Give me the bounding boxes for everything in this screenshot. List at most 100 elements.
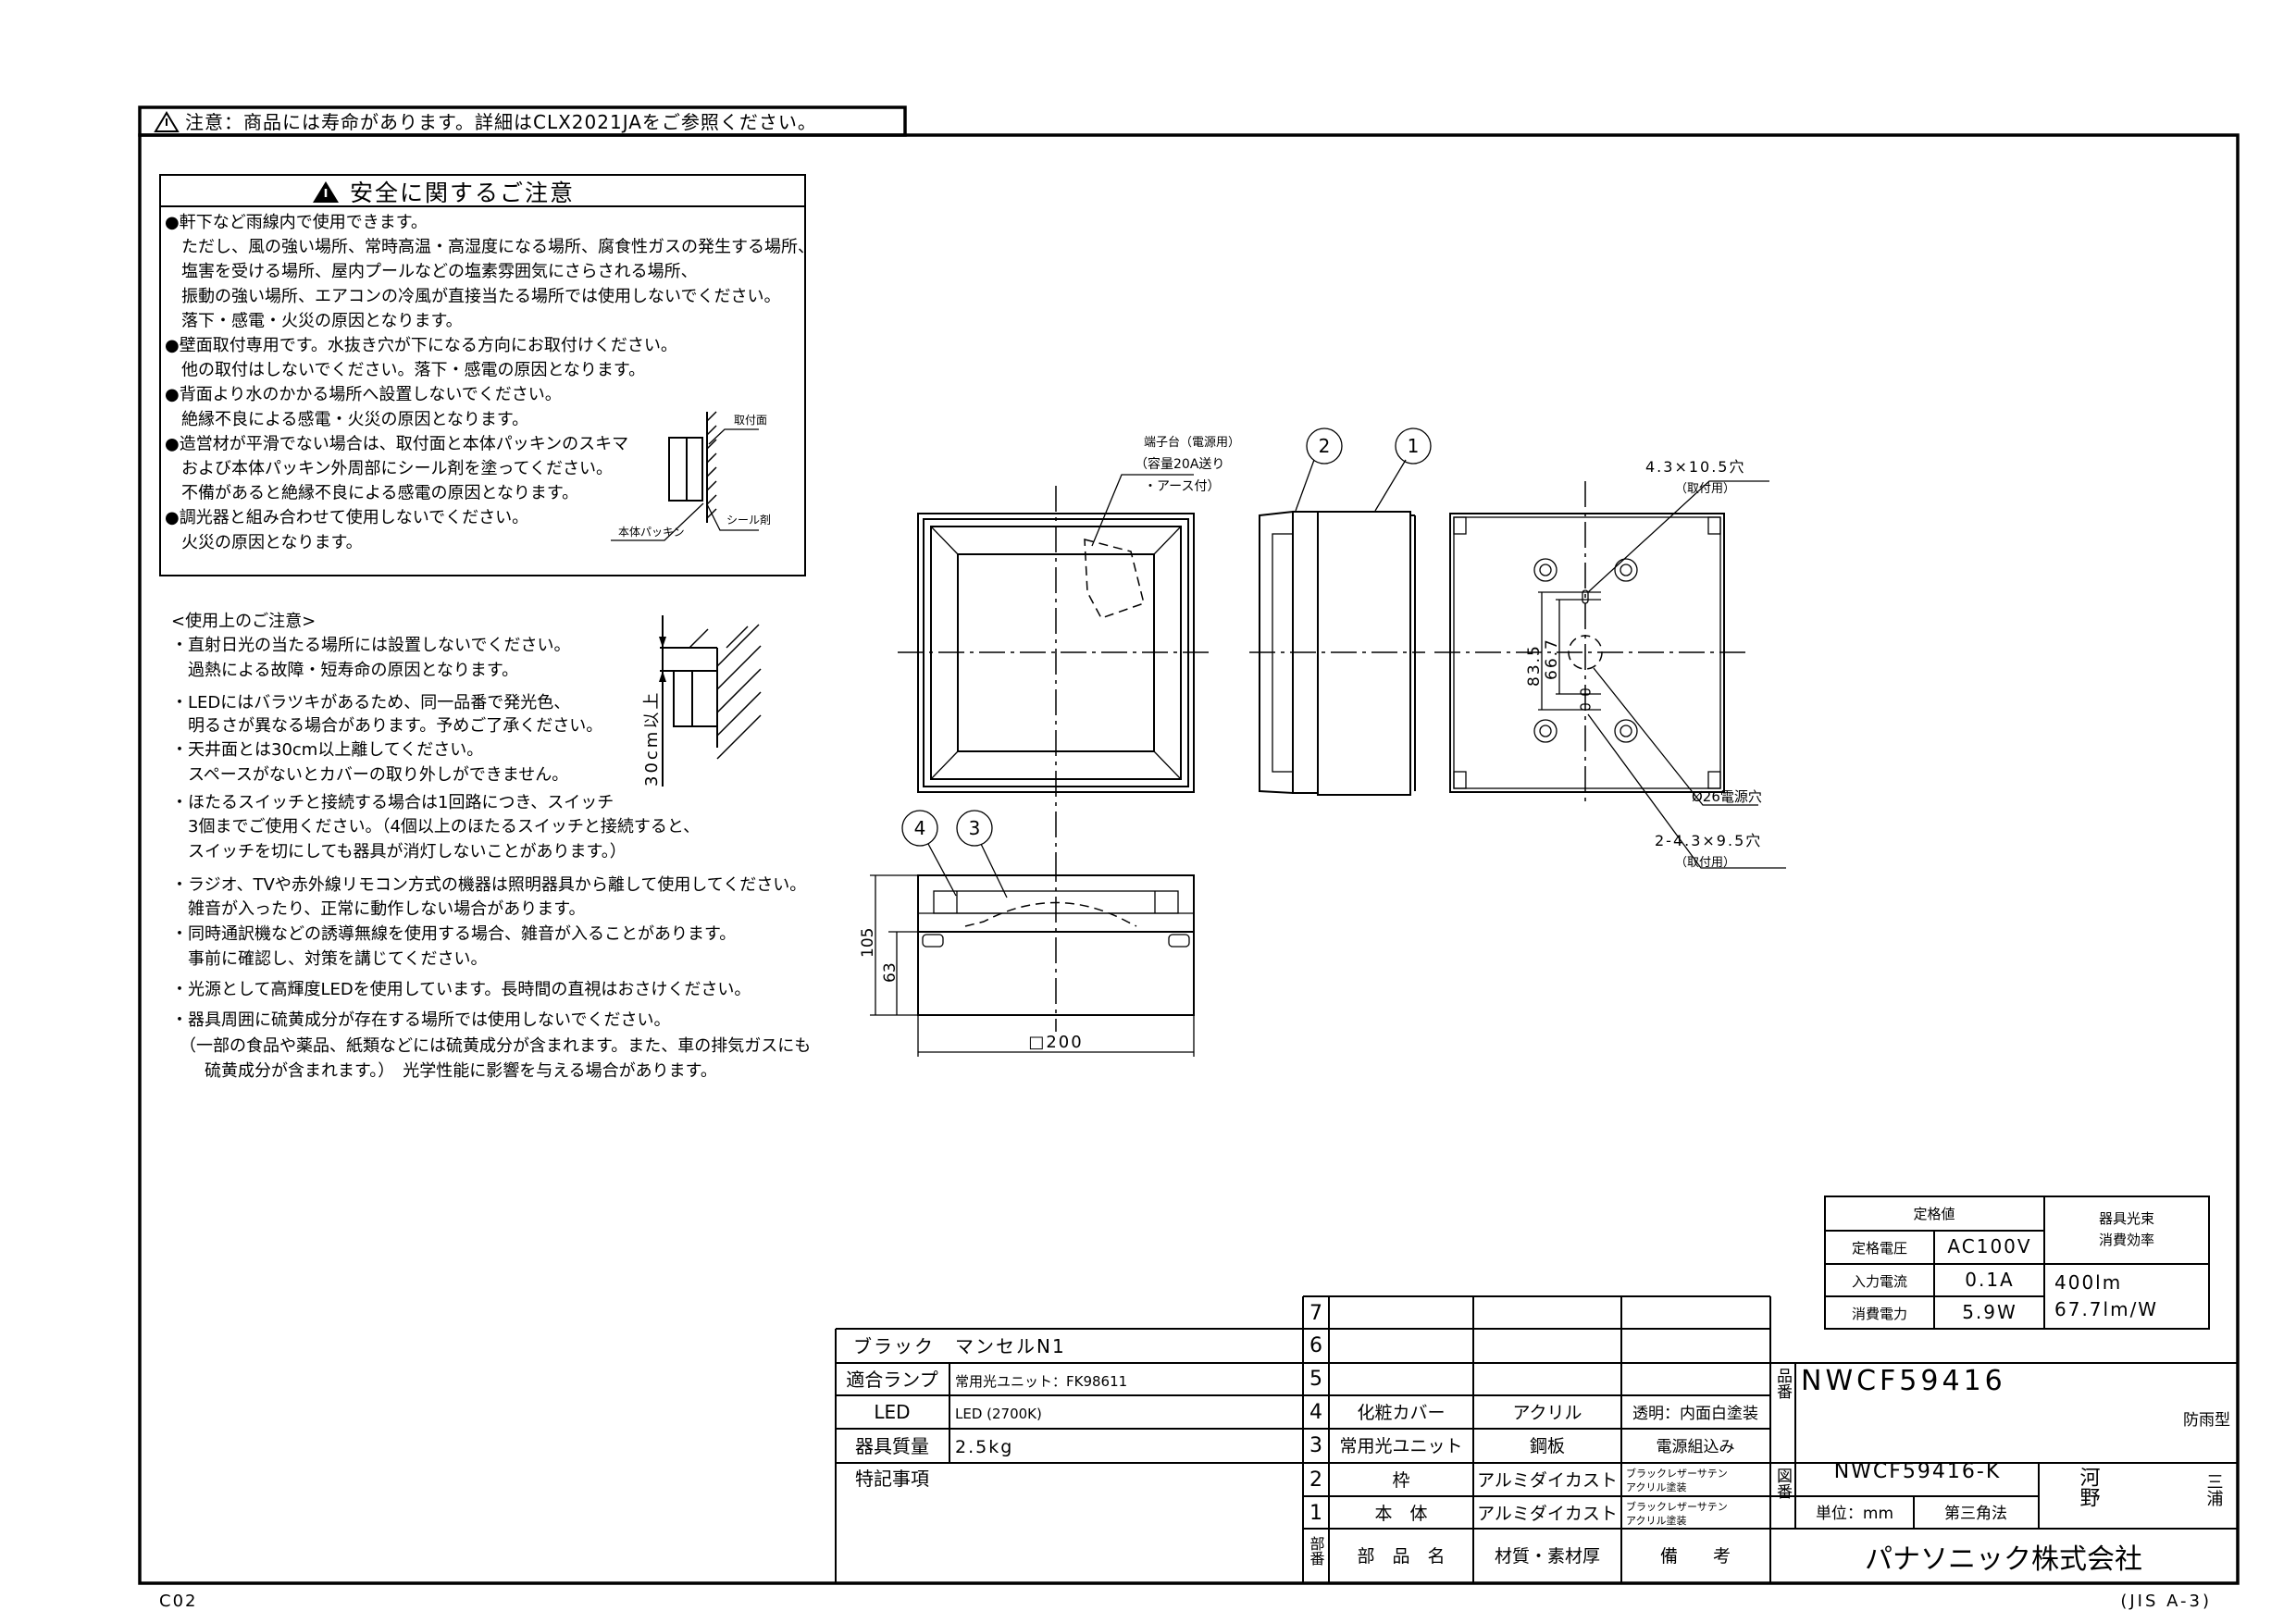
part-name: 本 体: [1374, 1504, 1427, 1524]
part-material: アルミダイカスト: [1477, 1470, 1618, 1491]
balloon-2: 2: [1319, 435, 1331, 457]
spec-table: [1824, 1196, 2210, 1330]
spec-label: 定格電圧: [1852, 1240, 1907, 1257]
safety-line: ただし、風の強い場所、常時高温・高湿度になる場所、腐食性ガスの発生する場所、: [165, 238, 814, 257]
packing-diagram: [611, 411, 759, 541]
info-value: 2.5kg: [955, 1437, 1013, 1457]
part-name: 枠: [1392, 1470, 1409, 1491]
front-view: [898, 474, 1214, 856]
part-material: アルミダイカスト: [1477, 1504, 1618, 1524]
spec-value: 5.9W: [1962, 1301, 2017, 1323]
header-part-no: 部番: [1308, 1536, 1325, 1566]
spec-label: 消費電力: [1852, 1306, 1907, 1322]
power-hole-label: Ø26電源穴: [1692, 788, 1762, 805]
usage-line: ・天井面とは30cm以上離してください。: [171, 740, 483, 760]
drawing-number: NWCF59416-K: [1834, 1460, 2002, 1483]
spec-flux: 400lm: [2054, 1271, 2122, 1294]
product-type: 防雨型: [2183, 1411, 2230, 1430]
usage-line: 過熱による故障・短寿命の原因となります。: [171, 661, 518, 680]
usage-line: ・同時通訳機などの誘導無線を使用する場合、雑音が入ることがあります。: [171, 924, 736, 944]
info-label: 適合ランプ: [846, 1369, 937, 1391]
usage-line: ・直射日光の当たる場所には設置しないでください。: [171, 636, 570, 655]
spec-label: 入力電流: [1852, 1273, 1907, 1290]
safety-line: 落下・感電・火災の原因となります。: [165, 311, 463, 330]
safety-line: 絶縁不良による感電・火災の原因となります。: [165, 410, 528, 429]
part-number: 7: [1309, 1302, 1322, 1325]
balloon-3: 3: [969, 817, 981, 839]
terminal-note: ・アース付）: [1144, 479, 1220, 494]
drawing-no-label: 図番: [1773, 1468, 1793, 1499]
balloon-4: 4: [914, 817, 926, 839]
spec-efficiency: 67.7lm/W: [2054, 1298, 2158, 1320]
safety-line: ●造営材が平滑でない場合は、取付面と本体パッキンのスキマ: [165, 434, 628, 453]
safety-line: 火災の原因となります。: [165, 533, 363, 552]
balloon-1: 1: [1408, 435, 1420, 457]
safety-line: ●軒下など雨線内で使用できます。: [165, 213, 428, 232]
dim-83-5: 83.5: [1525, 644, 1544, 687]
drawn-by: 河野: [2077, 1467, 2101, 1507]
terminal-label: 端子台（電源用）: [1144, 436, 1240, 450]
bottom-view: [870, 843, 1195, 1057]
warning-triangle-icon: [154, 111, 180, 132]
mounting-boss: [1533, 558, 1638, 743]
info-value: 常用光ユニット：FK98611: [955, 1373, 1127, 1390]
product-number: NWCF59416: [1801, 1365, 2006, 1397]
part-material: アクリル: [1512, 1403, 1582, 1423]
header-material: 材質・素材厚: [1495, 1546, 1600, 1567]
hole-bottom-note: （取付用）: [1675, 856, 1735, 870]
label-packing: 本体パッキン: [618, 526, 685, 539]
info-value: LED (2700K): [955, 1406, 1042, 1422]
part-remarks: ブラックレザーサテン: [1626, 1500, 1728, 1513]
usage-line: スペースがないとカバーの取り外しができません。: [171, 765, 568, 785]
spec-header-rating: 定格値: [1913, 1206, 1955, 1222]
header-part-name: 部 品 名: [1357, 1546, 1445, 1567]
usage-line: （一部の食品や薬品、紙類などには硫黄成分が含まれます。また、車の排気ガスにも: [171, 1036, 811, 1056]
part-remarks: ブラックレザーサテン: [1626, 1467, 1728, 1480]
safety-box: [159, 174, 806, 576]
usage-line: ・ラジオ、TVや赤外線リモコン方式の機器は照明器具から離して使用してください。: [171, 875, 806, 895]
usage-line: ・器具周囲に硫黄成分が存在する場所では使用しないでください。: [171, 1010, 670, 1030]
part-number: 5: [1309, 1368, 1322, 1391]
part-remarks: アクリル塗装: [1626, 1481, 1686, 1493]
hole-bottom-label: 2-4.3×9.5穴: [1655, 832, 1762, 849]
spec-header-eff: 消費効率: [2099, 1232, 2154, 1248]
part-number: 1: [1309, 1502, 1322, 1525]
dim-66-7: 66.7: [1543, 638, 1561, 680]
label-mount-surface: 取付面: [734, 414, 767, 427]
company-name: パナソニック株式会社: [1865, 1543, 2142, 1576]
usage-line: 3個までご使用ください。（4個以上のほたるスイッチと接続すると、: [171, 817, 700, 836]
title-block: [835, 1295, 2238, 1583]
usage-line: 硫黄成分が含まれます。） 光学性能に影響を与える場合があります。: [171, 1061, 717, 1081]
warning-triangle-icon: [313, 181, 339, 203]
part-number: 4: [1309, 1401, 1322, 1424]
usage-line: ・LEDにはバラツキがあるため、同一品番で発光色、: [171, 693, 570, 712]
notice-text: 注意：商品には寿命があります。詳細はCLX2021JAをご参照ください。: [185, 111, 817, 133]
back-view: [1434, 480, 1786, 869]
usage-line: 明るさが異なる場合があります。予めご了承ください。: [171, 716, 602, 736]
usage-line: スイッチを切にしても器具が消灯しないことがあります。）: [171, 842, 627, 861]
paper-size: (JIS A-3): [2120, 1592, 2212, 1611]
part-remarks: 電源組込み: [1657, 1438, 1735, 1456]
part-balloons: [901, 427, 1432, 847]
usage-line: ・光源として高輝度LEDを使用しています。長時間の直視はおさけください。: [171, 980, 751, 999]
usage-line: ・ほたるスイッチと接続する場合は1回路につき、スイッチ: [171, 793, 614, 812]
spec-value: AC100V: [1947, 1235, 2031, 1258]
safety-line: ●背面より水のかかる場所へ設置しないでください。: [165, 385, 562, 404]
info-label: LED: [874, 1401, 910, 1423]
part-remarks: 透明：内面白塗装: [1632, 1404, 1758, 1423]
dim-105: 105: [859, 928, 877, 958]
spec-value: 0.1A: [1965, 1269, 2015, 1291]
safety-line: 他の取付はしないでください。落下・感電の原因となります。: [165, 361, 645, 380]
safety-line: 不備があると絶縁不良による感電の原因となります。: [165, 484, 578, 503]
info-label: 特記事項: [855, 1468, 929, 1490]
info-label: 器具質量: [855, 1435, 929, 1457]
part-name: 化粧カバー: [1357, 1403, 1445, 1423]
hole-top-note: （取付用）: [1675, 482, 1735, 496]
ceiling-gap-label: 30cm以上: [642, 690, 662, 787]
sheet-frame: [138, 133, 2240, 1585]
dim-200: □200: [1028, 1033, 1083, 1052]
terminal-note: （容量20A送り: [1135, 456, 1224, 472]
spec-header-flux: 器具光束: [2099, 1210, 2154, 1227]
safety-line: ●壁面取付専用です。水抜き穴が下になる方向にお取付けください。: [165, 336, 677, 355]
usage-line: 雑音が入ったり、正常に動作しない場合があります。: [171, 899, 585, 919]
